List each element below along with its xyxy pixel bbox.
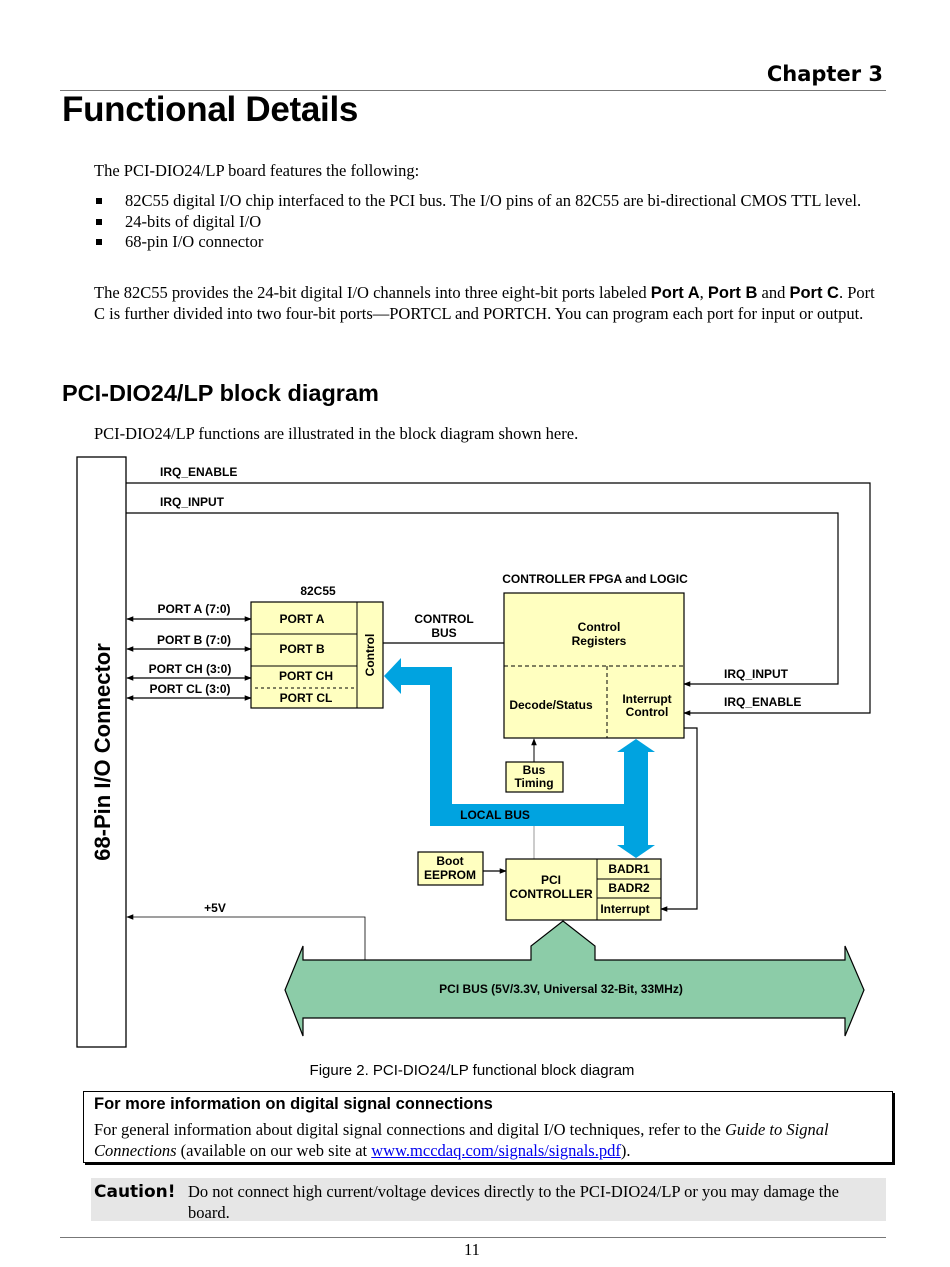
interrupt-control-label: Control [626, 705, 669, 719]
info-box-title: For more information on digital signal c… [94, 1095, 493, 1113]
badr2-label: BADR2 [608, 881, 650, 895]
caution-text: Do not connect high current/voltage devi… [188, 1182, 839, 1222]
caution-label: Caution! [94, 1182, 176, 1202]
ports-paragraph: The 82C55 provides the 24-bit digital I/… [94, 283, 884, 324]
irq-enable-top-label: IRQ_ENABLE [160, 465, 237, 479]
feature-item: 68-pin I/O connector [94, 232, 884, 253]
interrupt-line [660, 727, 698, 912]
plus5v-label: +5V [204, 901, 226, 915]
local-bus-arrow [384, 658, 655, 858]
decode-status-label: Decode/Status [509, 698, 593, 712]
info-text: ). [620, 1140, 631, 1160]
pci-controller-label: PCI [541, 873, 561, 887]
connector-label: 68-Pin I/O Connector [90, 643, 115, 861]
header-rule [60, 90, 886, 91]
info-box: For more information on digital signal c… [83, 1091, 893, 1163]
port-a-bus-label: PORT A (7:0) [157, 602, 230, 616]
figure-caption: Figure 2. PCI-DIO24/LP functional block … [309, 1062, 635, 1079]
port-ch-block: PORT CH [279, 669, 333, 683]
port-a-term: Port A [650, 284, 700, 302]
ports-text: The 82C55 provides the 24-bit digital I/… [94, 283, 651, 302]
local-bus-label: LOCAL BUS [460, 808, 530, 822]
boot-eeprom-label: EEPROM [424, 868, 476, 882]
pci-bus-label: PCI BUS (5V/3.3V, Universal 32-Bit, 33MH… [439, 982, 683, 996]
port-b-bus-label: PORT B (7:0) [157, 633, 231, 647]
control-bus-label: CONTROL [414, 612, 473, 626]
boot-eeprom-block [417, 851, 484, 886]
section-lead: PCI-DIO24/LP functions are illustrated i… [94, 424, 579, 443]
info-text: (available on our web site at [176, 1140, 372, 1160]
badr1-label: BADR1 [608, 862, 650, 876]
port-b-term: Port B [707, 284, 758, 302]
irq-input-top-label: IRQ_INPUT [160, 495, 225, 509]
control-registers-label: Control [578, 620, 621, 634]
fpga-title: CONTROLLER FPGA and LOGIC [502, 572, 688, 586]
page-number: 11 [464, 1240, 480, 1259]
interrupt-label: Interrupt [600, 902, 649, 916]
ports-text: and [757, 283, 790, 302]
port-cl-bus-label: PORT CL (3:0) [149, 682, 230, 696]
ports-text: . Port C is further divided into two fou… [94, 283, 875, 323]
page-title: Functional Details [62, 90, 359, 129]
caution-box: Caution! Do not connect high current/vol… [91, 1178, 886, 1222]
plus5v-line [126, 914, 366, 960]
port-a-block: PORT A [280, 612, 325, 626]
interrupt-control-label: Interrupt [622, 692, 671, 706]
control-bus-label: BUS [431, 626, 456, 640]
port-cl-block: PORT CL [280, 691, 333, 705]
irq-enable-line [126, 482, 871, 716]
info-text: For general information about digital si… [94, 1120, 725, 1139]
bus-timing-label: Timing [514, 776, 553, 790]
ports-text: , [699, 283, 708, 302]
bus-timing-block [505, 761, 564, 793]
section-title: PCI-DIO24/LP block diagram [62, 380, 379, 406]
signals-link[interactable]: www.mccdaq.com/signals/signals.pdf [371, 1140, 621, 1160]
footer-rule [60, 1237, 886, 1238]
feature-item: 82C55 digital I/O chip interfaced to the… [94, 191, 884, 212]
feature-list: 82C55 digital I/O chip interfaced to the… [94, 191, 884, 253]
control-registers-label: Registers [572, 634, 627, 648]
port-b-block: PORT B [279, 642, 325, 656]
irq-enable-right-label: IRQ_ENABLE [724, 695, 801, 709]
pci-controller-label: CONTROLLER [509, 887, 593, 901]
chip-82c55 [250, 601, 384, 709]
feature-item: 24-bits of digital I/O [94, 212, 884, 233]
guide-title: Guide to Signal Connections [94, 1120, 829, 1160]
port-c-term: Port C [789, 284, 839, 302]
bus-timing-label: Bus [523, 763, 546, 777]
boot-eeprom-label: Boot [436, 854, 463, 868]
chapter-label: Chapter 3 [766, 62, 883, 86]
connector-box [76, 456, 127, 1048]
pci-controller-block [505, 858, 662, 921]
info-box-body: For general information about digital si… [94, 1120, 884, 1161]
pci-bus-arrow [284, 920, 865, 1037]
port-ch-bus-label: PORT CH (3:0) [149, 662, 232, 676]
irq-input-line [126, 512, 839, 687]
control-block: Control [363, 634, 377, 677]
intro-lead: The PCI-DIO24/LP board features the foll… [94, 161, 420, 180]
irq-input-right-label: IRQ_INPUT [724, 667, 789, 681]
chip-title: 82C55 [300, 584, 336, 598]
